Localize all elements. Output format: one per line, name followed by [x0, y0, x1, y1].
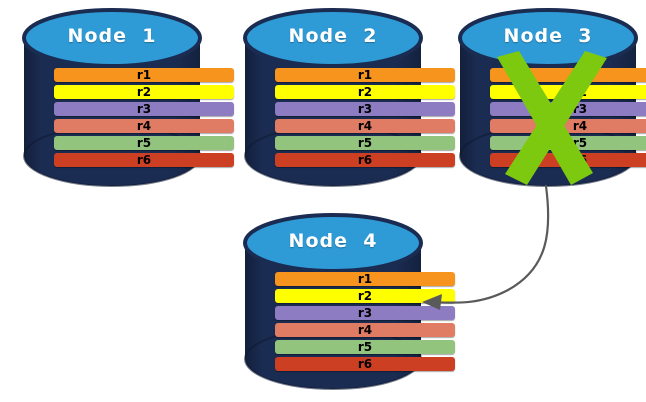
row-label: r4 [357, 323, 373, 337]
row-label: r2 [572, 85, 588, 99]
row-label: r5 [572, 136, 588, 150]
row-bar-r3[interactable]: r3 [275, 306, 455, 320]
row-bar-r5[interactable]: r5 [275, 340, 455, 354]
row-bar-r2[interactable]: r2 [275, 289, 455, 303]
row-stack: r1 r2 r3 r4 r5 r6 [22, 68, 266, 167]
row-bar-r1[interactable]: r1 [275, 272, 455, 286]
row-label: r4 [136, 119, 152, 133]
row-label: r2 [357, 289, 373, 303]
row-label: r1 [572, 68, 588, 82]
row-label: r6 [357, 153, 373, 167]
row-stack: r1 r2 r3 r4 r5 r6 [243, 272, 487, 371]
node-cylinder-node1[interactable]: Node 1 r1 r2 r3 r4 r5 r6 [22, 8, 234, 187]
row-stack: r1 r2 r3 r4 r5 r6 [243, 68, 487, 167]
row-bar-r1[interactable]: r1 [275, 68, 455, 82]
row-bar-r4[interactable]: r4 [275, 119, 455, 133]
row-bar-r3[interactable]: r3 [275, 102, 455, 116]
row-label: r5 [357, 340, 373, 354]
row-bar-r6[interactable]: r6 [275, 153, 455, 167]
row-bar-r4[interactable]: r4 [54, 119, 234, 133]
row-bar-r1[interactable]: r1 [490, 68, 646, 82]
row-bar-r2[interactable]: r2 [275, 85, 455, 99]
row-bar-r2[interactable]: r2 [490, 85, 646, 99]
row-bar-r5[interactable]: r5 [490, 136, 646, 150]
row-bar-r2[interactable]: r2 [54, 85, 234, 99]
node-cylinder-node2[interactable]: Node 2 r1 r2 r3 r4 r5 r6 [243, 8, 455, 187]
row-bar-r3[interactable]: r3 [54, 102, 234, 116]
row-label: r2 [357, 85, 373, 99]
row-label: r1 [136, 68, 152, 82]
row-label: r1 [357, 272, 373, 286]
row-label: r3 [357, 306, 373, 320]
row-bar-r4[interactable]: r4 [275, 323, 455, 337]
row-bar-r5[interactable]: r5 [275, 136, 455, 150]
row-bar-r5[interactable]: r5 [54, 136, 234, 150]
row-label: r4 [572, 119, 588, 133]
row-label: r5 [357, 136, 373, 150]
row-bar-r4[interactable]: r4 [490, 119, 646, 133]
row-label: r3 [357, 102, 373, 116]
row-label: r1 [357, 68, 373, 82]
row-label: r3 [572, 102, 588, 116]
row-stack: r1 r2 r3 r4 r5 r6 [458, 68, 646, 167]
row-label: r6 [572, 153, 588, 167]
row-label: r5 [136, 136, 152, 150]
node-cylinder-node4[interactable]: Node 4 r1 r2 r3 r4 r5 r6 [243, 213, 455, 390]
row-bar-r3[interactable]: r3 [490, 102, 646, 116]
row-label: r2 [136, 85, 152, 99]
row-bar-r1[interactable]: r1 [54, 68, 234, 82]
row-bar-r6[interactable]: r6 [54, 153, 234, 167]
row-bar-r6[interactable]: r6 [275, 357, 455, 371]
row-label: r4 [357, 119, 373, 133]
row-bar-r6[interactable]: r6 [490, 153, 646, 167]
row-label: r6 [136, 153, 152, 167]
row-label: r6 [357, 357, 373, 371]
row-label: r3 [136, 102, 152, 116]
node-cylinder-node3[interactable]: Node 3 r1 r2 r3 r4 r5 r6 [458, 8, 646, 187]
